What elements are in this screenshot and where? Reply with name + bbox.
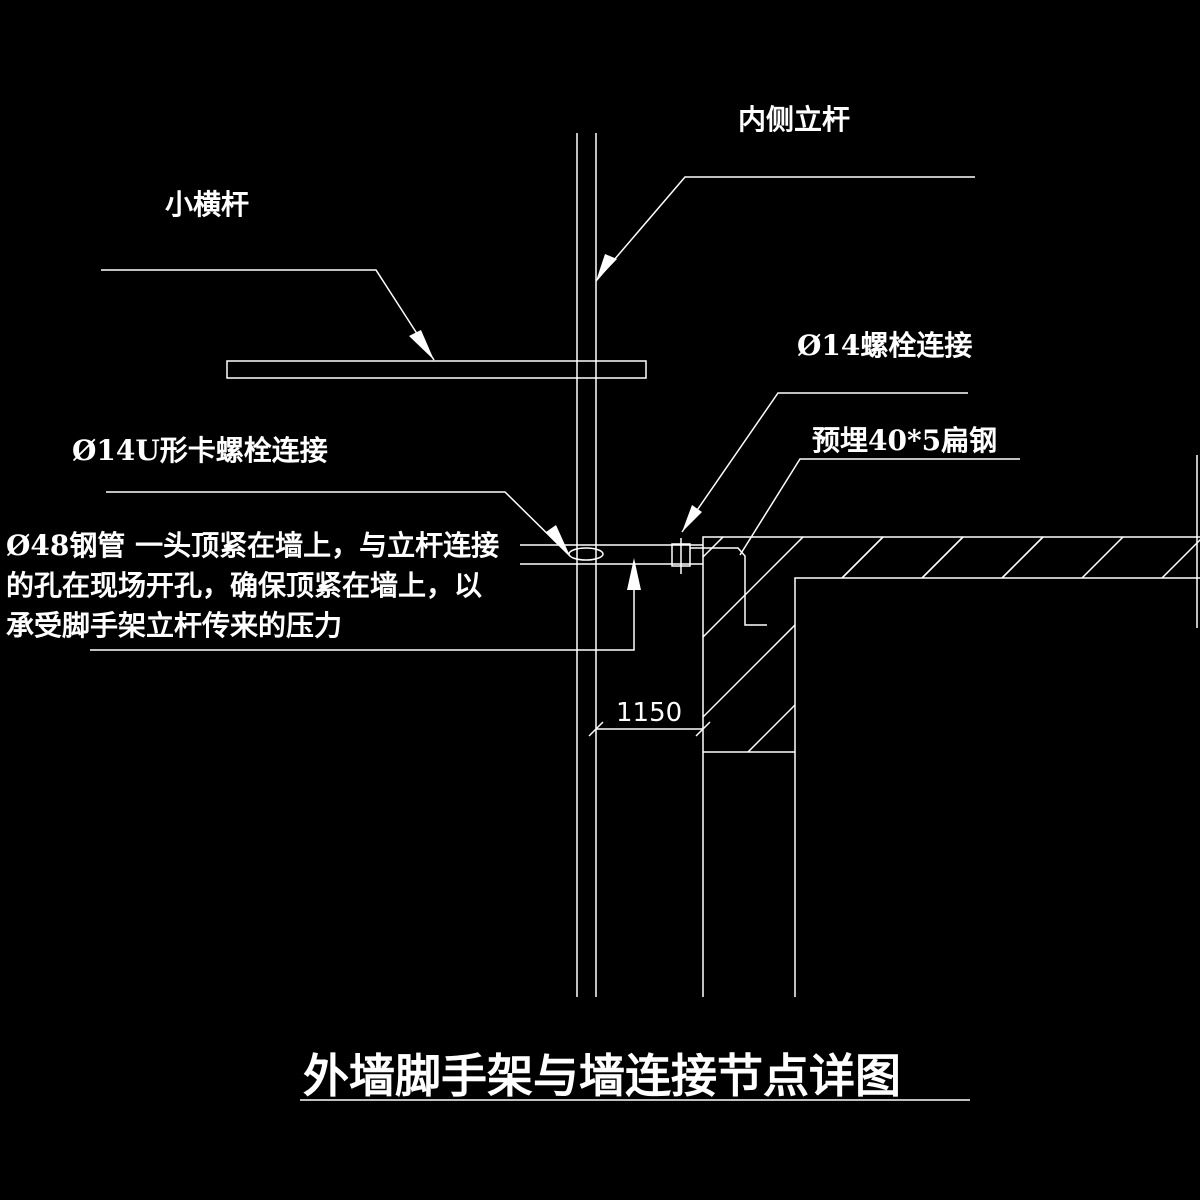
label-small-crossbar: 小横杆 (165, 188, 249, 221)
arrowheads (409, 254, 702, 590)
label-u-bolt: Ø14U形卡螺栓连接 (72, 434, 328, 467)
label-steel-pipe-line3: 承受脚手架立杆传来的压力 (6, 609, 342, 642)
label-bolt: Ø14螺栓连接 (797, 329, 972, 362)
label-steel-pipe-line1: Ø48钢管 一头顶紧在墙上，与立杆连接 (6, 529, 499, 562)
embedded-flat-steel (690, 547, 767, 626)
drawing-title: 外墙脚手架与墙连接节点详图 (303, 1049, 901, 1103)
steel-pipe (520, 544, 703, 565)
label-flat-steel: 预埋40*5扁钢 (812, 424, 997, 457)
label-inner-pole: 内侧立杆 (738, 103, 850, 136)
small-crossbar (226, 360, 647, 379)
inner-pole (576, 133, 597, 997)
label-steel-pipe-line2: 的孔在现场开孔，确保顶紧在墙上，以 (6, 569, 482, 602)
dimension-1150 (588, 721, 711, 737)
bolt-connection (671, 538, 691, 574)
dimension-text: 1150 (616, 698, 682, 728)
leader-lines (90, 176, 1020, 651)
wall-slab (702, 455, 1200, 997)
